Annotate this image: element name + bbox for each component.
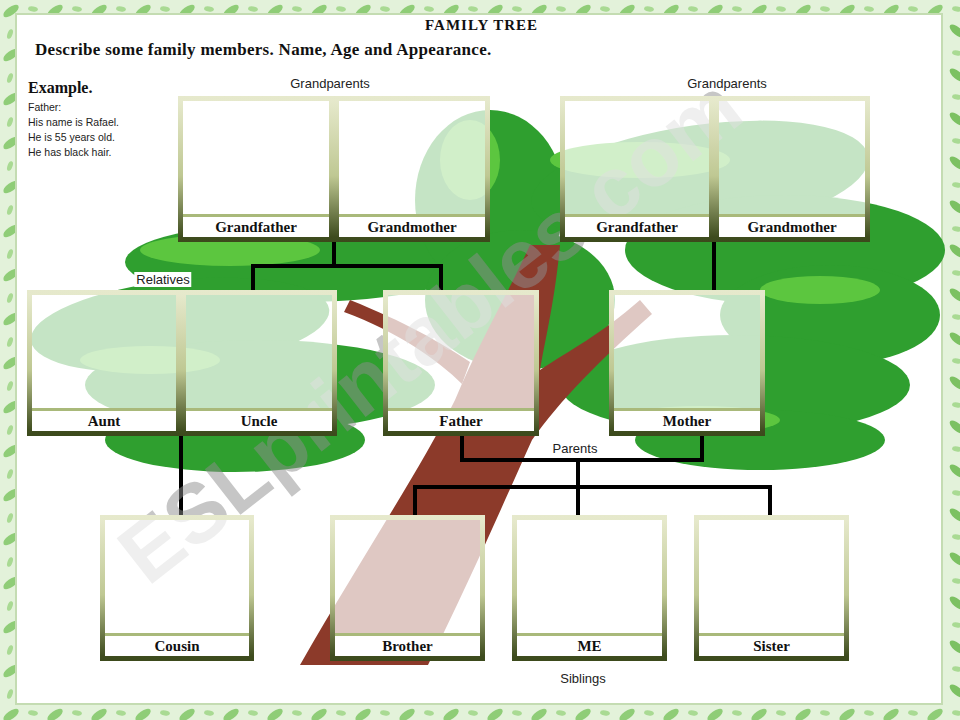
member-label: Uncle bbox=[186, 408, 332, 431]
family-member-box: ME bbox=[512, 515, 667, 661]
family-member-box: Mother bbox=[609, 290, 765, 436]
family-member-box: Father bbox=[383, 290, 539, 436]
group-label: Parents bbox=[551, 441, 600, 456]
member-label: Grandmother bbox=[339, 214, 485, 237]
worksheet-title: FAMILY TREE bbox=[425, 17, 538, 34]
family-member-box: Grandfather bbox=[178, 96, 334, 242]
group-label: Grandparents bbox=[288, 76, 372, 91]
example-heading: Example. bbox=[28, 79, 92, 97]
family-member-box: Grandfather bbox=[560, 96, 714, 242]
group-label: Grandparents bbox=[685, 76, 769, 91]
family-member-box: Grandmother bbox=[334, 96, 490, 242]
family-line bbox=[179, 436, 183, 515]
family-line bbox=[462, 436, 770, 515]
member-label: Grandfather bbox=[565, 214, 709, 237]
member-label: Cousin bbox=[105, 633, 249, 656]
example-line: Father: bbox=[28, 101, 61, 113]
family-line bbox=[334, 242, 441, 290]
family-member-box: Cousin bbox=[100, 515, 254, 661]
example-line: His name is Rafael. bbox=[28, 116, 119, 128]
instruction-text: Describe some family members. Name, Age … bbox=[35, 40, 492, 60]
family-line bbox=[712, 242, 716, 290]
member-label: Father bbox=[388, 408, 534, 431]
family-line bbox=[253, 242, 334, 290]
member-label: Mother bbox=[614, 408, 760, 431]
family-member-box: Grandmother bbox=[714, 96, 870, 242]
family-member-box: Sister bbox=[694, 515, 849, 661]
family-line bbox=[334, 242, 441, 290]
example-line: He is 55 years old. bbox=[28, 131, 115, 143]
member-label: Sister bbox=[699, 633, 844, 656]
group-label: Relatives bbox=[134, 272, 191, 287]
family-line bbox=[712, 242, 716, 290]
group-label: Siblings bbox=[558, 671, 608, 686]
family-line bbox=[415, 436, 702, 515]
member-label: Brother bbox=[335, 633, 480, 656]
page-area bbox=[16, 14, 942, 704]
family-member-box: Uncle bbox=[181, 290, 337, 436]
family-line bbox=[179, 436, 183, 515]
family-member-box: Aunt bbox=[27, 290, 181, 436]
member-label: Aunt bbox=[32, 408, 176, 431]
family-line bbox=[578, 436, 770, 515]
member-label: Grandfather bbox=[183, 214, 329, 237]
family-line bbox=[253, 242, 334, 290]
member-label: Grandmother bbox=[719, 214, 865, 237]
family-member-box: Brother bbox=[330, 515, 485, 661]
example-line: He has black hair. bbox=[28, 146, 111, 158]
member-label: ME bbox=[517, 633, 662, 656]
